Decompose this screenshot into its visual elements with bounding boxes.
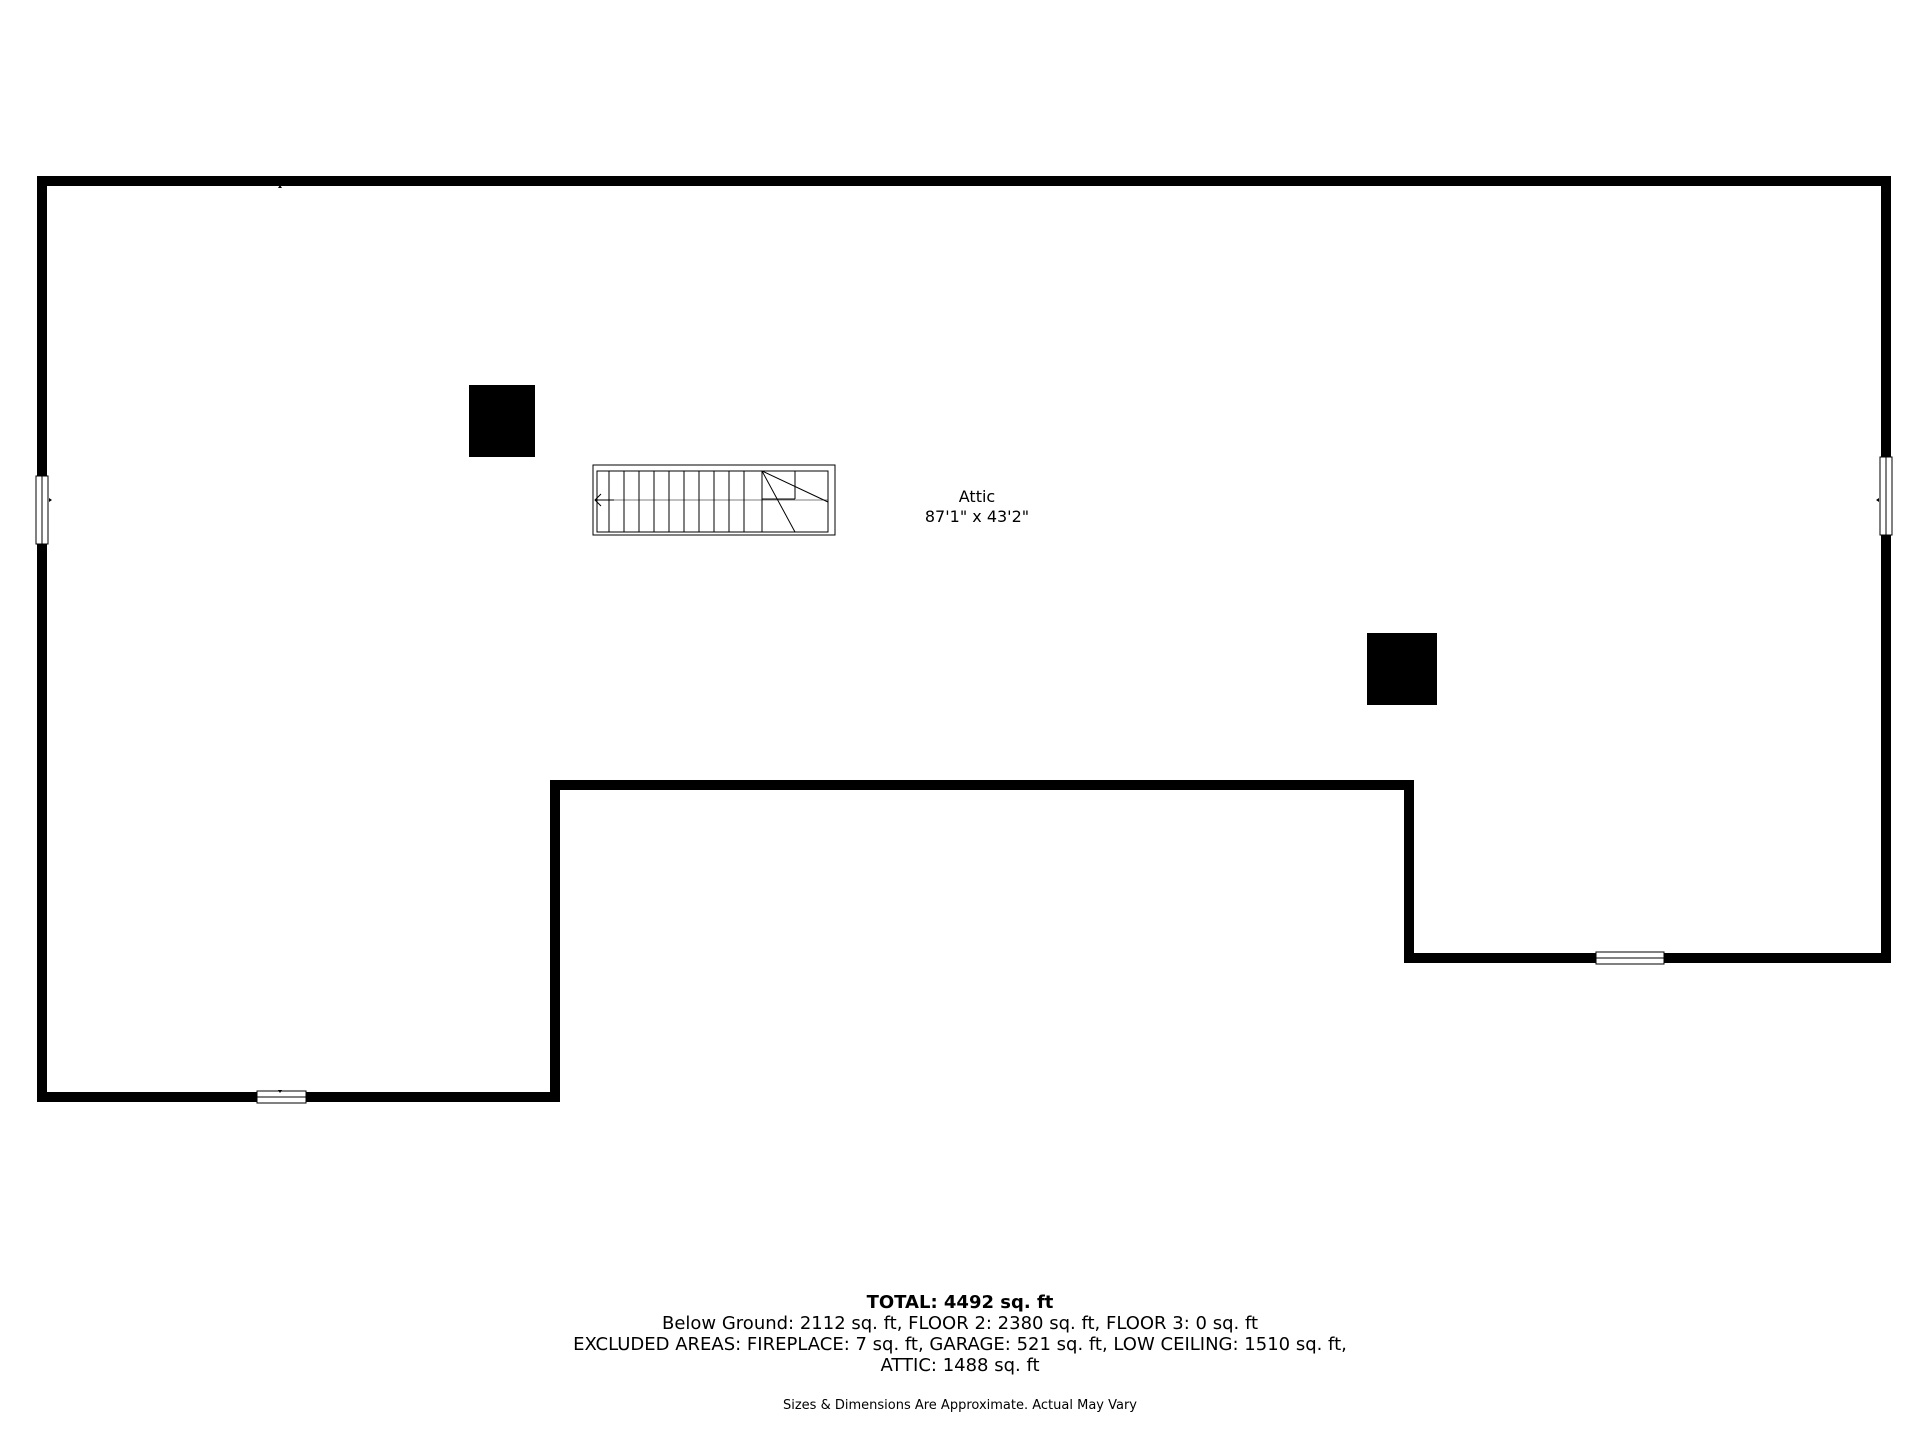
vent-marker-top xyxy=(278,185,282,188)
disclaimer: Sizes & Dimensions Are Approximate. Actu… xyxy=(782,1398,1137,1413)
summary-line-2: EXCLUDED AREAS: FIREPLACE: 7 sq. ft, GAR… xyxy=(573,1334,1347,1355)
vent-marker-bottom xyxy=(278,1090,282,1093)
chimney-right xyxy=(1367,633,1437,705)
vent-marker-right xyxy=(1876,498,1879,502)
room-label-dimensions: 87'1" x 43'2" xyxy=(924,507,1030,526)
window-bottom-left xyxy=(256,1090,307,1104)
chimney-left xyxy=(469,385,535,457)
total-area: TOTAL: 4492 sq. ft xyxy=(866,1292,1054,1313)
room-label-name: Attic xyxy=(958,487,996,506)
area-summary: TOTAL: 4492 sq. ft Below Ground: 2112 sq… xyxy=(360,1292,1560,1376)
summary-line-3: ATTIC: 1488 sq. ft xyxy=(880,1355,1040,1376)
summary-line-1: Below Ground: 2112 sq. ft, FLOOR 2: 2380… xyxy=(661,1313,1259,1334)
window-left xyxy=(35,475,49,545)
vent-marker-left xyxy=(49,498,52,502)
staircase xyxy=(592,464,836,536)
window-right xyxy=(1879,456,1893,536)
window-bottom-right xyxy=(1595,951,1665,965)
stair-direction-arrow-icon xyxy=(594,493,614,507)
exterior-wall xyxy=(37,176,1891,1102)
